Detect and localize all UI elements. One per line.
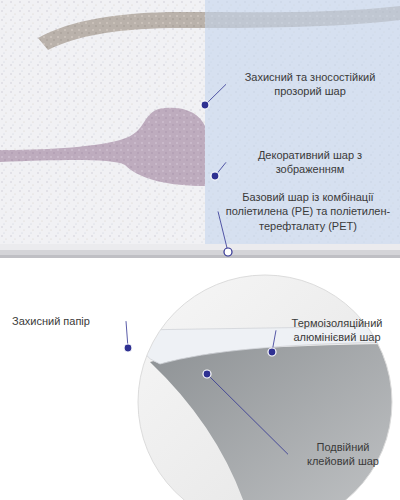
callout-label: Базовий шар із комбінації поліетилена (P…: [222, 190, 394, 233]
callout-dot: [203, 370, 211, 378]
callout-dot: [211, 172, 219, 180]
leader-line: [218, 211, 228, 252]
callout-label: Подвійний клейовий шар: [292, 440, 394, 469]
callout-dot: [224, 248, 232, 256]
callout-label: Декоративний шар з зображенням: [230, 148, 390, 177]
callout-dot: [268, 348, 276, 356]
leader-line: [207, 374, 288, 454]
callout-label: Захисний та зносостійкий прозорий шар: [230, 70, 390, 99]
callout-dot: [124, 344, 132, 352]
callout-dot: [201, 101, 209, 109]
callout-label: Захисний папір: [12, 314, 122, 328]
callout-label: Термоізоляційний алюмінієвий шар: [280, 316, 394, 345]
